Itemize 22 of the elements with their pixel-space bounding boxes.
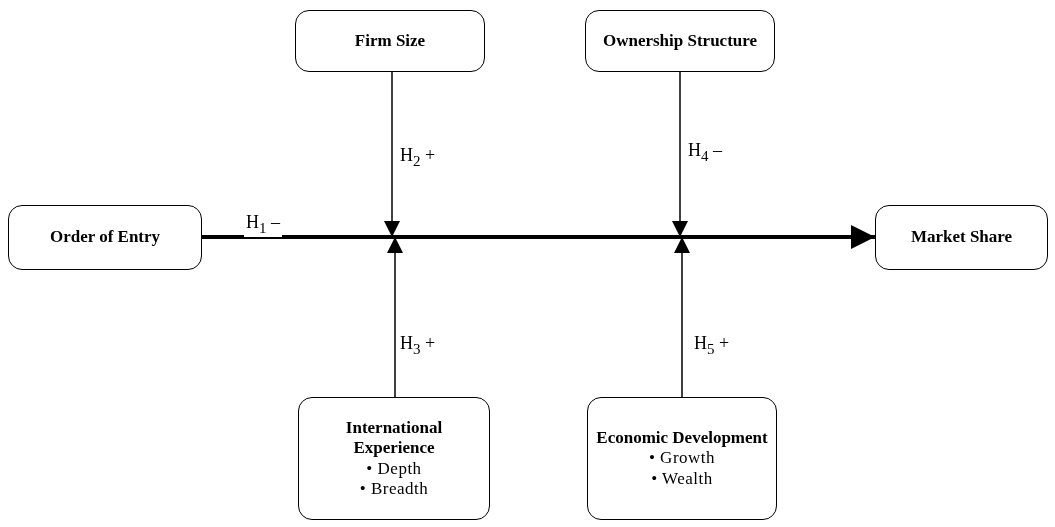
box-title: Ownership Structure	[601, 30, 759, 52]
moderator-arrow	[672, 71, 688, 238]
bullet-item: • Breadth	[359, 478, 429, 500]
bullet-item: • Depth	[366, 458, 422, 479]
box-title: International Experience	[344, 417, 444, 459]
bullet-item: • Wealth	[651, 468, 713, 490]
edge-label: H$_{1}$ –	[244, 212, 282, 237]
moderator-arrow	[674, 236, 690, 398]
box-title: Firm Size	[353, 30, 427, 52]
arrow	[202, 225, 875, 249]
moderator-arrow	[384, 71, 400, 238]
concept-box	[8, 205, 202, 270]
box-title: Market Share	[909, 227, 1014, 248]
box-title: Economic Development	[595, 427, 769, 449]
concept-box	[875, 205, 1048, 270]
concept-box	[298, 397, 490, 520]
moderator-arrow	[387, 236, 403, 398]
bullet-item: • Growth	[648, 448, 716, 469]
concept-box	[587, 397, 777, 520]
concept-box	[585, 10, 775, 72]
box-title: Order of Entry	[48, 227, 162, 248]
concept-box	[295, 10, 485, 72]
